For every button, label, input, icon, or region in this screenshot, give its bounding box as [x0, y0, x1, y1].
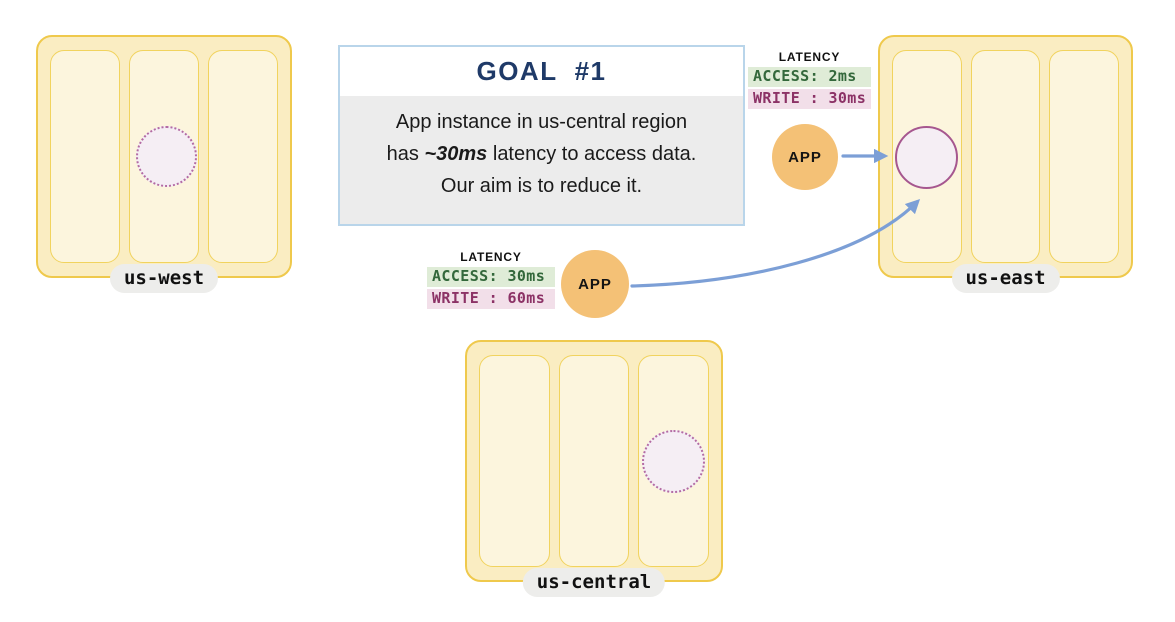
region-label-us-west: us-west — [109, 264, 219, 293]
data-replica-us-west-dotted-circle — [136, 126, 197, 187]
region-us-west: us-west — [36, 35, 292, 293]
zone-us-central-2 — [558, 355, 630, 567]
latency-write-us-east: WRITE : 30ms — [748, 89, 871, 109]
zone-us-east-2 — [970, 50, 1041, 263]
app-central-label: APP — [578, 275, 612, 293]
zone-us-west-3 — [208, 50, 278, 263]
app-instance-us-central: APP — [561, 250, 629, 318]
data-primary-us-east-circle — [895, 126, 958, 189]
goal-line-2: has ~30ms latency to access data. — [386, 143, 697, 165]
goal-latency-emphasis: ~30ms — [424, 143, 488, 165]
region-us-east: us-east — [878, 35, 1133, 293]
region-label-us-east: us-east — [951, 264, 1060, 293]
latency-block-us-central: LATENCY ACCESS: 30ms WRITE : 60ms — [427, 250, 555, 311]
goal-title: GOAL #1 — [476, 56, 607, 86]
region-label-us-central: us-central — [522, 568, 666, 597]
goal-body-text: App instance in us-central region has ~3… — [340, 96, 743, 224]
latency-access-us-central: ACCESS: 30ms — [427, 267, 555, 287]
app-instance-us-east: APP — [772, 124, 838, 190]
zone-us-west-1 — [50, 50, 120, 263]
zone-us-east-3 — [1049, 50, 1120, 263]
goal-callout-box: GOAL #1 App instance in us-central regio… — [338, 45, 745, 226]
goal-header: GOAL #1 — [340, 47, 743, 96]
latency-block-us-east: LATENCY ACCESS: 2ms WRITE : 30ms — [748, 50, 871, 111]
region-us-central: us-central — [465, 340, 723, 597]
goal-line-3: Our aim is to reduce it. — [440, 175, 643, 197]
latency-write-us-central: WRITE : 60ms — [427, 289, 555, 309]
latency-access-us-east: ACCESS: 2ms — [748, 67, 871, 87]
zone-us-central-1 — [479, 355, 550, 567]
app-east-label: APP — [788, 148, 822, 166]
goal-line-1: App instance in us-central region — [395, 111, 688, 133]
latency-heading-us-central: LATENCY — [460, 250, 522, 264]
latency-heading-us-east: LATENCY — [778, 50, 841, 64]
data-replica-us-central-dotted-circle — [642, 430, 705, 493]
